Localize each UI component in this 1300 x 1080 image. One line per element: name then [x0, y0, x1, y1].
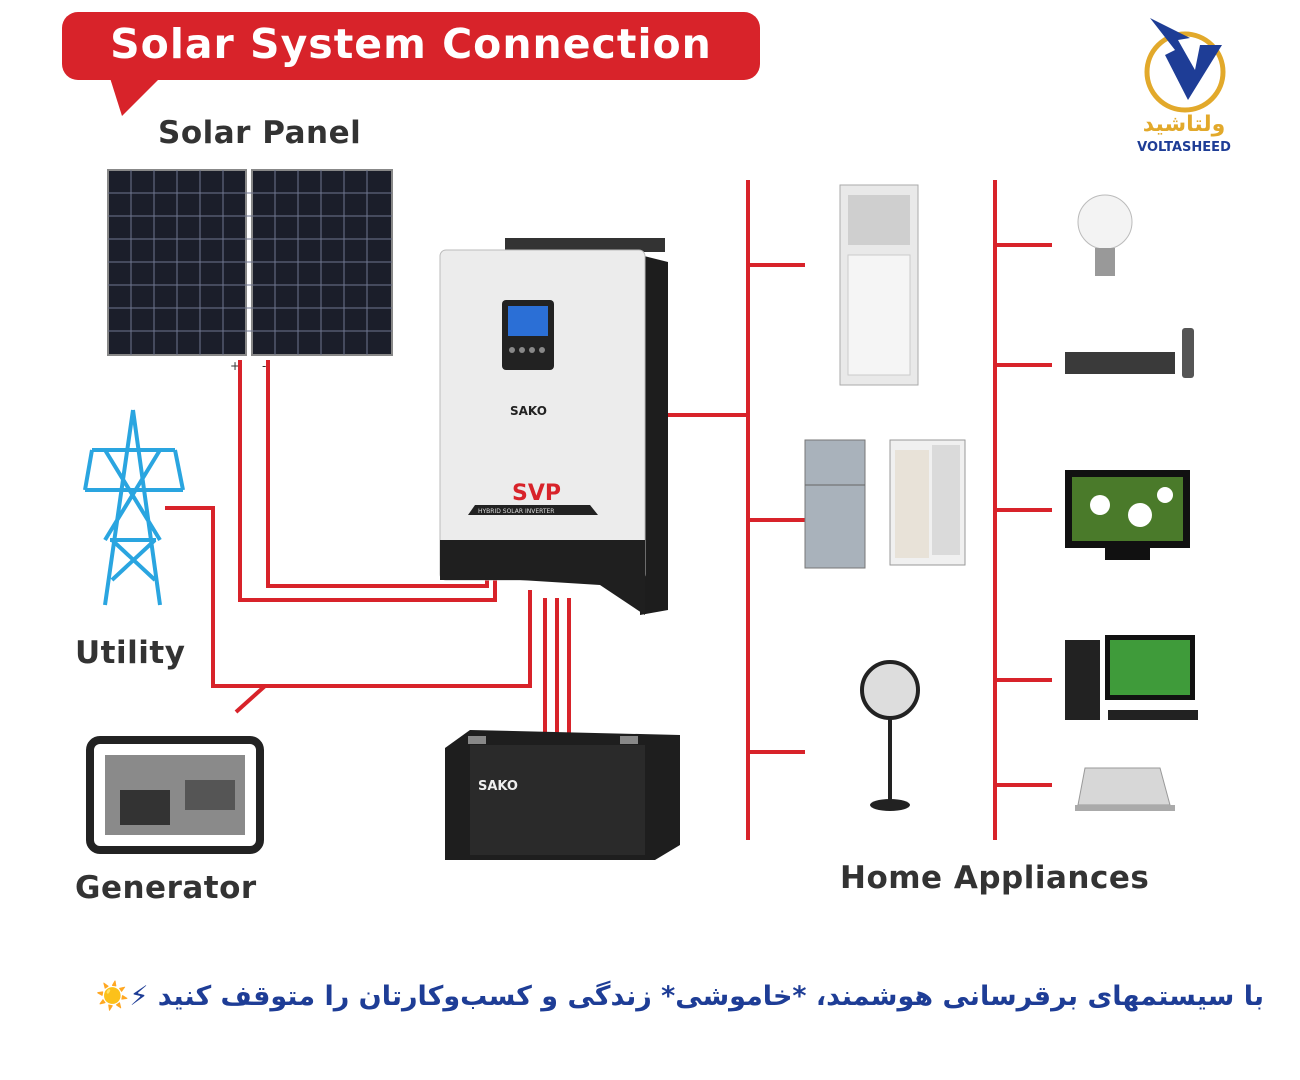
negative-terminal: -: [262, 359, 266, 373]
logo-name-fa: ولتاشید: [1142, 112, 1226, 137]
battery-icon: [445, 730, 680, 860]
inverter-subtitle: HYBRID SOLAR INVERTER: [478, 508, 554, 515]
voltasheed-logo: [1144, 18, 1226, 113]
inverter-brand: SAKO: [510, 404, 547, 418]
generator-icon: [86, 736, 264, 854]
home-appliances-label: Home Appliances: [840, 860, 1150, 896]
television-icon: [1065, 470, 1190, 560]
inverter-model: SVP: [512, 481, 561, 506]
utility-label: Utility: [75, 635, 186, 671]
battery-brand: SAKO: [478, 779, 518, 794]
hybrid-inverter: [439, 238, 668, 615]
positive-terminal: +: [230, 359, 240, 373]
wiring: [165, 180, 1052, 840]
fan-icon: [860, 660, 920, 811]
solar-panel: [107, 169, 393, 356]
title-banner: Solar System Connection: [62, 12, 760, 80]
desktop-computer-icon: [1065, 635, 1198, 720]
laptop-icon: [1075, 767, 1175, 811]
footer-slogan: با سیستمهای برقرسانی هوشمند، *خاموشی* زن…: [95, 981, 1264, 1012]
light-bulb-icon: [1077, 194, 1133, 276]
banner-tail: [110, 78, 160, 116]
refrigerator-icon: [804, 439, 966, 569]
air-conditioner-icon: [839, 184, 919, 386]
generator-label: Generator: [75, 870, 257, 906]
dvd-player-icon: [1065, 328, 1194, 378]
solar-panel-label: Solar Panel: [158, 115, 362, 151]
logo-name-en: VOLTASHEED: [1137, 140, 1231, 155]
utility-tower-icon: [83, 409, 185, 606]
page-title: Solar System Connection: [110, 20, 712, 68]
